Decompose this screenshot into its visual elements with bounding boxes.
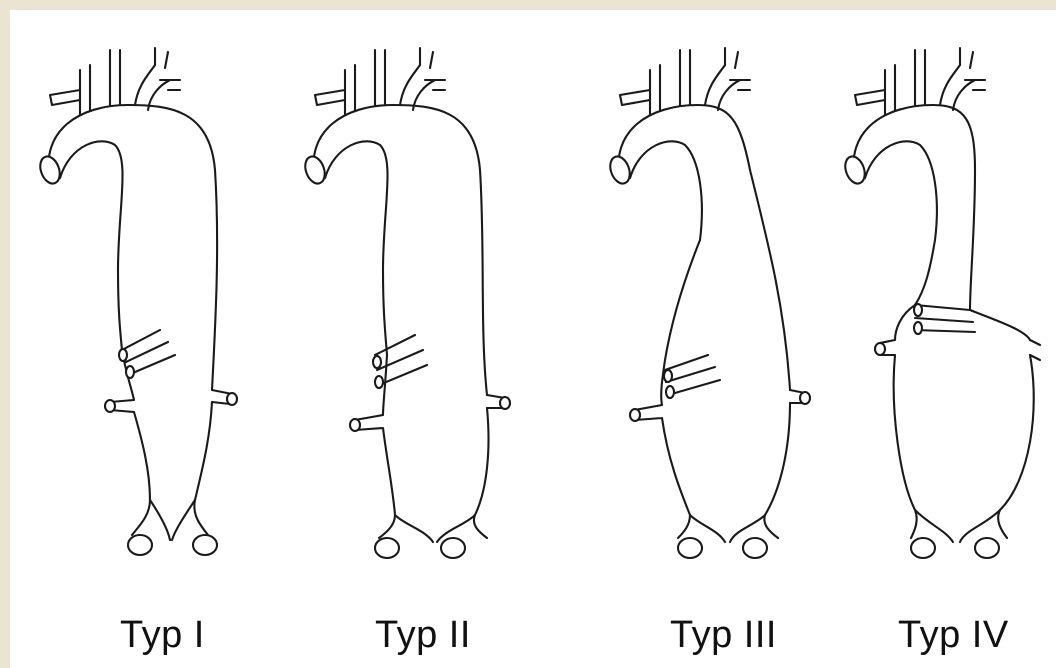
aortic-aneurysm-types-diagram bbox=[10, 10, 1056, 668]
label-type-4: Typ IV bbox=[898, 614, 1009, 657]
diagram-panel: Typ I Typ II Typ III Typ IV bbox=[10, 10, 1056, 668]
aorta-type-2 bbox=[302, 48, 510, 558]
aorta-type-4 bbox=[842, 48, 1040, 558]
label-type-1: Typ I bbox=[120, 614, 205, 657]
label-type-2: Typ II bbox=[375, 614, 471, 657]
aorta-type-3 bbox=[607, 48, 810, 558]
label-type-3: Typ III bbox=[670, 614, 777, 657]
aorta-type-1 bbox=[37, 48, 237, 555]
